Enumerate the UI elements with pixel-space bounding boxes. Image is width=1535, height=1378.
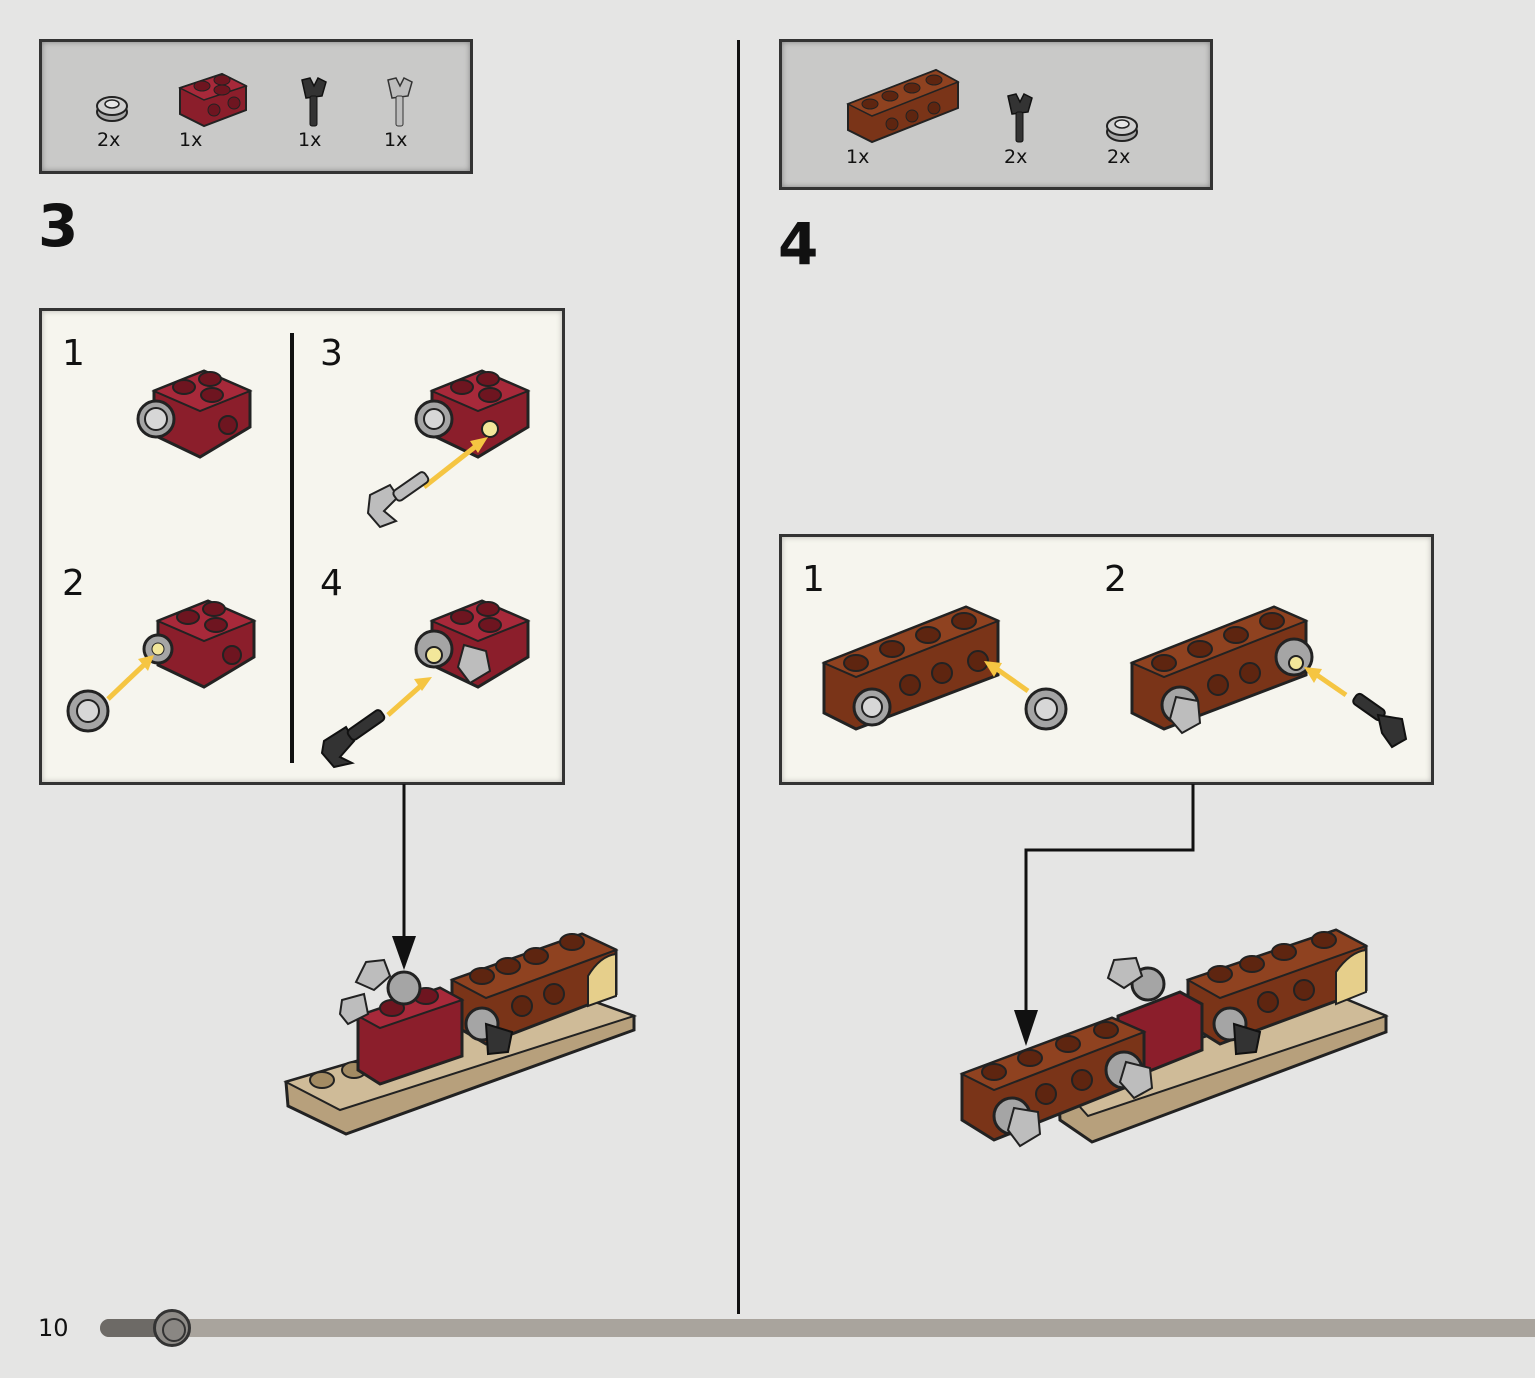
step-number: 4 — [778, 210, 819, 278]
brick-1x4-brown-icon — [846, 68, 960, 144]
step-4-assembly-illustration — [959, 928, 1389, 1148]
substep-2-illustration — [1129, 605, 1408, 749]
progress-track — [100, 1319, 1535, 1337]
substep-number: 2 — [1104, 559, 1127, 600]
clip-bar-black-icon — [301, 76, 327, 127]
substep-number: 1 — [802, 559, 825, 600]
parts-list-step-4: 1x 2x 2x — [779, 39, 1213, 190]
substep-callout-step-3: 1 2 3 4 — [39, 308, 565, 785]
page-number: 10 — [38, 1314, 69, 1342]
substep-number: 3 — [320, 333, 343, 374]
clip-bar-black-icon — [1007, 92, 1033, 143]
part-quantity: 1x — [298, 129, 322, 151]
round-plate-icon — [96, 96, 128, 122]
part-quantity: 2x — [97, 129, 121, 151]
substep-number: 2 — [62, 563, 85, 604]
part-quantity: 1x — [846, 146, 870, 168]
round-plate-icon — [1106, 116, 1138, 142]
parts-list-step-3: 2x 1x 1x 1x — [39, 39, 473, 174]
connector-arrow — [1014, 784, 1195, 1046]
step-number: 3 — [38, 192, 79, 260]
substep-4-illustration — [320, 599, 531, 769]
brick-1x2-darkred-icon — [178, 72, 248, 128]
substep-3-illustration — [366, 369, 531, 529]
substep-1-illustration — [821, 605, 1068, 731]
substep-number: 1 — [62, 333, 85, 374]
step-3-assembly-illustration — [283, 932, 638, 1136]
substep-1-illustration — [136, 369, 253, 459]
substep-2-illustration — [66, 599, 257, 733]
connector-arrow — [392, 784, 416, 970]
part-quantity: 2x — [1004, 146, 1028, 168]
part-quantity: 1x — [384, 129, 408, 151]
progress-knob[interactable] — [152, 1309, 191, 1347]
part-quantity: 1x — [179, 129, 203, 151]
part-quantity: 2x — [1107, 146, 1131, 168]
substep-number: 4 — [320, 563, 343, 604]
substep-divider — [290, 333, 294, 763]
clip-bar-lightgray-icon — [387, 76, 413, 127]
page-divider — [737, 40, 740, 1314]
substep-callout-step-4: 1 2 — [779, 534, 1434, 785]
